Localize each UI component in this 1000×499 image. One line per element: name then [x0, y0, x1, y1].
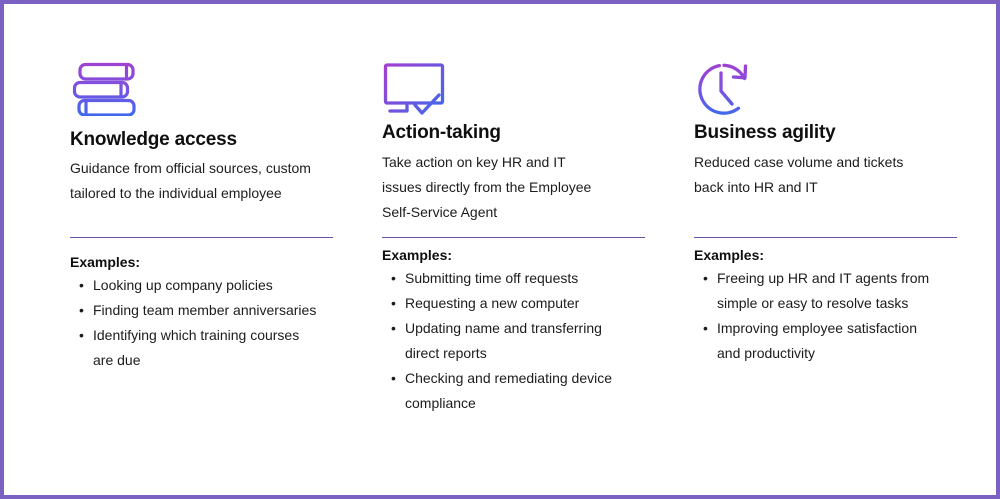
- column-description: Take action on key HR and IT issues dire…: [382, 154, 592, 220]
- divider: [382, 237, 645, 238]
- examples-list: Looking up company policiesFinding team …: [70, 273, 333, 373]
- column-title: Action-taking: [382, 122, 501, 143]
- column-business-agility: Business agility Reduced case volume and…: [694, 4, 957, 495]
- examples-section: Examples: Submitting time off requestsRe…: [382, 237, 645, 416]
- examples-label: Examples:: [694, 247, 765, 263]
- books-icon: [70, 60, 136, 116]
- example-bullet-item: Checking and remediating device complian…: [382, 366, 645, 416]
- clock-refresh-icon: [694, 55, 752, 117]
- column-action-taking: Action-taking Take action on key HR and …: [382, 4, 645, 495]
- column-title: Knowledge access: [70, 129, 237, 150]
- example-bullet-item: Updating name and transferring direct re…: [382, 316, 645, 366]
- example-bullet-item: Finding team member anniversaries: [70, 298, 333, 323]
- monitor-check-icon: [382, 60, 446, 118]
- example-bullet-item: Looking up company policies: [70, 273, 333, 298]
- examples-list: Submitting time off requestsRequesting a…: [382, 266, 645, 416]
- example-bullet-item: Identifying which training courses are d…: [70, 323, 333, 373]
- column-title: Business agility: [694, 122, 836, 143]
- column-knowledge-access: Knowledge access Guidance from official …: [70, 4, 333, 495]
- column-description: Reduced case volume and tickets back int…: [694, 154, 904, 195]
- divider: [694, 237, 957, 238]
- examples-label: Examples:: [382, 247, 453, 263]
- column-description: Guidance from official sources, custom t…: [70, 160, 311, 201]
- example-bullet-item: Freeing up HR and IT agents from simple …: [694, 266, 957, 316]
- example-bullet-item: Requesting a new computer: [382, 291, 645, 316]
- examples-list: Freeing up HR and IT agents from simple …: [694, 266, 957, 366]
- examples-section: Examples: Freeing up HR and IT agents fr…: [694, 237, 957, 366]
- divider: [70, 237, 333, 238]
- examples-section: Examples: Looking up company policiesFin…: [70, 237, 333, 373]
- example-bullet-item: Improving employee satisfaction and prod…: [694, 316, 957, 366]
- examples-label: Examples:: [70, 254, 141, 270]
- example-bullet-item: Submitting time off requests: [382, 266, 645, 291]
